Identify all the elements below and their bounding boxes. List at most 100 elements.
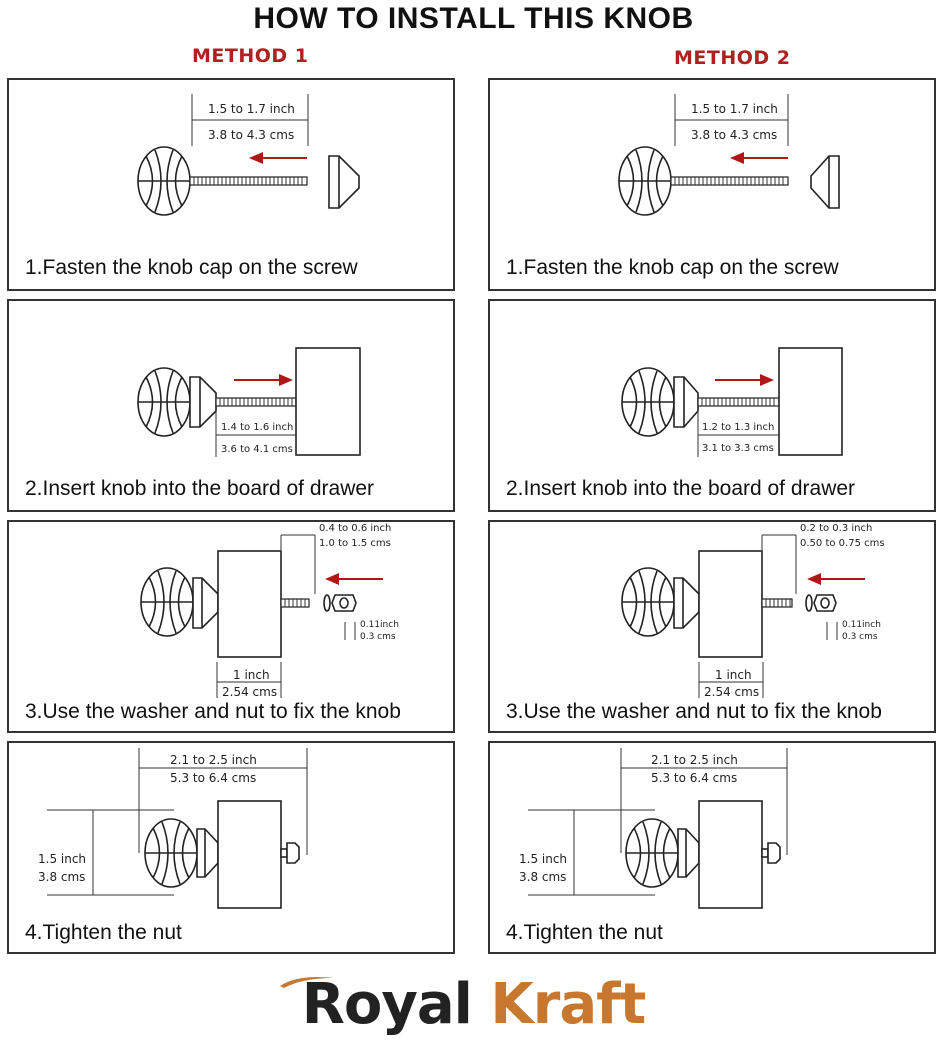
knob-icon	[140, 567, 194, 637]
dim-height-cm: 3.8 cms	[38, 870, 86, 884]
dim-height-inch: 1.5 inch	[519, 852, 568, 866]
method-1-step-4-panel: 2.1 to 2.5 inch 5.3 to 6.4 cms 1.5 inch …	[7, 741, 455, 954]
screw-icon	[697, 397, 780, 407]
dimension-lines	[698, 534, 838, 698]
dimension-lines	[215, 411, 296, 457]
dim-protrusion-cm: 0.50 to 0.75 cms	[800, 538, 885, 549]
method-2-step-4-panel: 2.1 to 2.5 inch 5.3 to 6.4 cms 1.5 inch …	[488, 741, 936, 954]
step-2-illustration	[137, 347, 361, 457]
nut-icon	[331, 594, 357, 612]
step-2-illustration	[621, 347, 843, 457]
method-1-step-1-panel: 1.5 to 1.7 inch 3.8 to 4.3 cms 1.Fasten …	[7, 78, 455, 291]
arrow-right-icon	[234, 374, 293, 386]
dim-length-cm: 3.6 to 4.1 cms	[221, 444, 293, 455]
dim-length-cm: 3.8 to 4.3 cms	[208, 128, 295, 142]
brand-name-part-1: Royal	[301, 972, 473, 1037]
dim-board-inch: 1 inch	[715, 668, 752, 682]
screw-icon	[761, 598, 793, 608]
drawer-board	[217, 550, 282, 658]
method-2-step-2-panel: 1.2 to 1.3 inch 3.1 to 3.3 cms 2.Insert …	[488, 299, 936, 512]
knob-cap-icon	[189, 376, 217, 428]
drawer-board	[698, 800, 763, 909]
dim-height-cm: 3.8 cms	[519, 870, 567, 884]
step-1-illustration	[618, 94, 840, 216]
step-1-illustration	[137, 94, 360, 216]
screw-icon	[189, 176, 308, 186]
method-1-step-3-panel: 0.4 to 0.6 inch 1.0 to 1.5 cms 0.11inch …	[7, 520, 455, 733]
drawer-board	[778, 347, 843, 456]
knob-icon	[621, 567, 675, 637]
dim-board-cm: 2.54 cms	[222, 685, 278, 699]
knob-cap-icon	[328, 155, 360, 209]
step-caption: 2.Insert knob into the board of drawer	[506, 477, 856, 500]
dim-length-cm: 3.1 to 3.3 cms	[702, 443, 774, 454]
dim-length-inch: 1.2 to 1.3 inch	[702, 422, 775, 433]
dim-height-inch: 1.5 inch	[38, 852, 87, 866]
dim-washer-cm: 0.3 cms	[842, 632, 878, 642]
step-4-illustration	[528, 748, 788, 909]
nut-icon	[761, 842, 781, 864]
dim-protrusion-inch: 0.2 to 0.3 inch	[800, 523, 873, 534]
method-1-step-2-panel: 1.4 to 1.6 inch 3.6 to 4.1 cms 2.Insert …	[7, 299, 455, 512]
brand-name-part-2: Kraft	[490, 972, 646, 1037]
knob-cap-icon	[677, 828, 700, 878]
dim-protrusion-inch: 0.4 to 0.6 inch	[319, 523, 392, 534]
screw-icon	[215, 397, 297, 407]
page-title: HOW TO INSTALL THIS KNOB	[253, 2, 694, 35]
dim-total-cm: 5.3 to 6.4 cms	[170, 771, 257, 785]
drawer-board	[698, 550, 763, 658]
arrow-left-icon	[730, 152, 788, 164]
arrow-right-icon	[715, 374, 774, 386]
step-caption: 1.Fasten the knob cap on the screw	[25, 256, 358, 279]
knob-cap-icon	[196, 828, 219, 878]
knob-icon	[144, 818, 198, 888]
knob-icon	[621, 367, 675, 437]
brand-swoosh-icon	[280, 977, 334, 988]
dim-length-inch: 1.5 to 1.7 inch	[691, 102, 778, 116]
knob-icon	[137, 146, 191, 216]
knob-icon	[618, 146, 672, 216]
dimension-lines	[697, 411, 779, 457]
screw-icon	[280, 598, 310, 608]
dim-board-cm: 2.54 cms	[704, 685, 760, 699]
dim-length-cm: 3.8 to 4.3 cms	[691, 128, 778, 142]
arrow-left-icon	[325, 573, 383, 585]
method-1-title: METHOD 1	[192, 45, 309, 67]
nut-icon	[280, 842, 300, 864]
step-caption: 3.Use the washer and nut to fix the knob	[506, 700, 882, 723]
drawer-board	[217, 800, 282, 909]
dim-washer-inch: 0.11inch	[842, 620, 881, 630]
step-caption: 4.Tighten the nut	[506, 921, 663, 944]
method-2-title: METHOD 2	[674, 47, 791, 69]
knob-cap-icon	[673, 577, 700, 629]
brand-logo: Royal Kraft	[0, 972, 947, 1037]
dimension-lines	[47, 748, 308, 896]
knob-icon	[137, 367, 191, 437]
knob-cap-icon	[810, 155, 840, 209]
dimension-lines	[216, 534, 356, 698]
dim-protrusion-cm: 1.0 to 1.5 cms	[319, 538, 391, 549]
arrow-left-icon	[807, 573, 865, 585]
dim-length-inch: 1.5 to 1.7 inch	[208, 102, 295, 116]
method-2-step-1-panel: 1.5 to 1.7 inch 3.8 to 4.3 cms 1.Fasten …	[488, 78, 936, 291]
drawer-board	[295, 347, 361, 456]
dimension-lines	[528, 748, 788, 896]
step-3-illustration	[621, 534, 865, 698]
screw-icon	[670, 176, 789, 186]
dimension-lines	[191, 94, 309, 146]
dim-washer-inch: 0.11inch	[360, 620, 399, 630]
nut-icon	[813, 594, 837, 612]
step-caption: 2.Insert knob into the board of drawer	[25, 477, 375, 500]
knob-cap-icon	[673, 376, 699, 428]
dim-length-inch: 1.4 to 1.6 inch	[221, 422, 294, 433]
dimension-lines	[674, 94, 789, 146]
dim-total-inch: 2.1 to 2.5 inch	[170, 753, 257, 767]
dim-total-cm: 5.3 to 6.4 cms	[651, 771, 738, 785]
knob-icon	[625, 818, 679, 888]
step-caption: 1.Fasten the knob cap on the screw	[506, 256, 839, 279]
arrow-left-icon	[249, 152, 307, 164]
method-2-step-3-panel: 0.2 to 0.3 inch 0.50 to 0.75 cms 0.11inc…	[488, 520, 936, 733]
dim-washer-cm: 0.3 cms	[360, 632, 396, 642]
dim-board-inch: 1 inch	[233, 668, 270, 682]
step-4-illustration	[47, 748, 308, 909]
